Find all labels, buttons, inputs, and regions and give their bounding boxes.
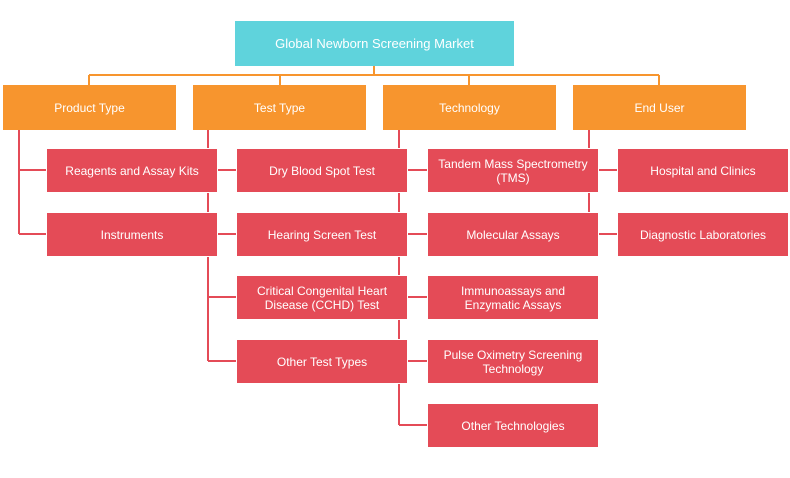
leaf-other-test-types: Other Test Types (236, 339, 408, 384)
leaf-reagents-assay-kits: Reagents and Assay Kits (46, 148, 218, 193)
leaf-diagnostic-laboratories: Diagnostic Laboratories (617, 212, 789, 257)
leaf-immunoassays-enzymatic: Immunoassays and Enzymatic Assays (427, 275, 599, 320)
leaf-dry-blood-spot-test: Dry Blood Spot Test (236, 148, 408, 193)
leaf-hospital-clinics: Hospital and Clinics (617, 148, 789, 193)
leaf-other-technologies: Other Technologies (427, 403, 599, 448)
leaf-instruments: Instruments (46, 212, 218, 257)
product-type-connector (18, 130, 46, 235)
root-connector (88, 66, 660, 85)
root-node: Global Newborn Screening Market (235, 21, 514, 66)
leaf-molecular-assays: Molecular Assays (427, 212, 599, 257)
category-end-user: End User (573, 85, 746, 130)
category-technology: Technology (383, 85, 556, 130)
leaf-tandem-mass-spectrometry: Tandem Mass Spectrometry (TMS) (427, 148, 599, 193)
leaf-hearing-screen-test: Hearing Screen Test (236, 212, 408, 257)
leaf-cchd-test: Critical Congenital Heart Disease (CCHD)… (236, 275, 408, 320)
leaf-pulse-oximetry: Pulse Oximetry Screening Technology (427, 339, 599, 384)
category-product-type: Product Type (3, 85, 176, 130)
category-test-type: Test Type (193, 85, 366, 130)
